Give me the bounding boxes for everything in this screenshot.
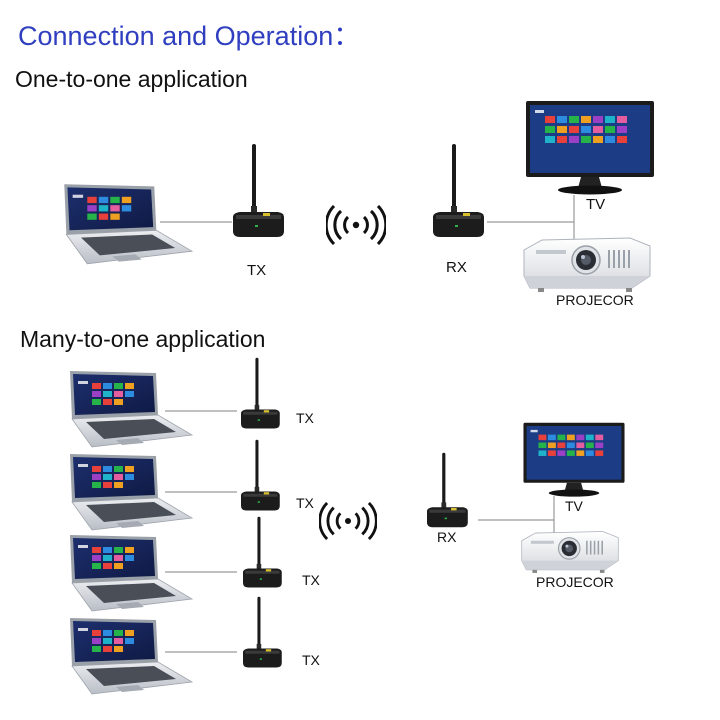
laptop-icon bbox=[64, 369, 194, 449]
laptop-icon bbox=[64, 452, 194, 532]
tv-monitor-icon bbox=[525, 100, 655, 195]
rx-label: RX bbox=[446, 259, 467, 276]
laptop-icon bbox=[64, 616, 194, 696]
rx-tv-cable bbox=[478, 496, 555, 521]
tx-label: TX bbox=[302, 572, 320, 588]
tx-label: TX bbox=[302, 652, 320, 668]
wireless-transmitter-icon bbox=[232, 357, 288, 433]
tx-label: TX bbox=[247, 262, 267, 279]
tx-label: TX bbox=[296, 495, 314, 511]
laptop-icon bbox=[58, 182, 194, 266]
projector-label: PROJECOR bbox=[556, 292, 634, 308]
wireless-receiver-icon bbox=[428, 143, 488, 243]
many-to-one-heading: Many-to-one application bbox=[20, 326, 266, 352]
wireless-transmitter-icon bbox=[234, 516, 290, 592]
tv-monitor-icon bbox=[510, 422, 638, 497]
wireless-transmitter-icon bbox=[232, 439, 288, 515]
laptop-icon bbox=[64, 533, 194, 613]
wireless-signal-icon bbox=[326, 205, 386, 245]
page-title: Connection and Operation： bbox=[18, 21, 361, 51]
one-to-one-heading: One-to-one application bbox=[15, 66, 248, 92]
projector-icon bbox=[506, 530, 634, 576]
wireless-transmitter-icon bbox=[234, 596, 290, 672]
wireless-transmitter-icon bbox=[228, 143, 288, 243]
projector-label: PROJECOR bbox=[536, 574, 614, 590]
rx-tv-cable bbox=[487, 195, 575, 223]
projector-icon bbox=[522, 236, 652, 296]
wireless-signal-icon bbox=[319, 502, 377, 540]
tv-label: TV bbox=[586, 196, 606, 213]
tv-label: TV bbox=[565, 498, 583, 514]
wireless-receiver-icon bbox=[419, 452, 475, 532]
rx-label: RX bbox=[437, 529, 457, 545]
tx-label: TX bbox=[296, 410, 314, 426]
